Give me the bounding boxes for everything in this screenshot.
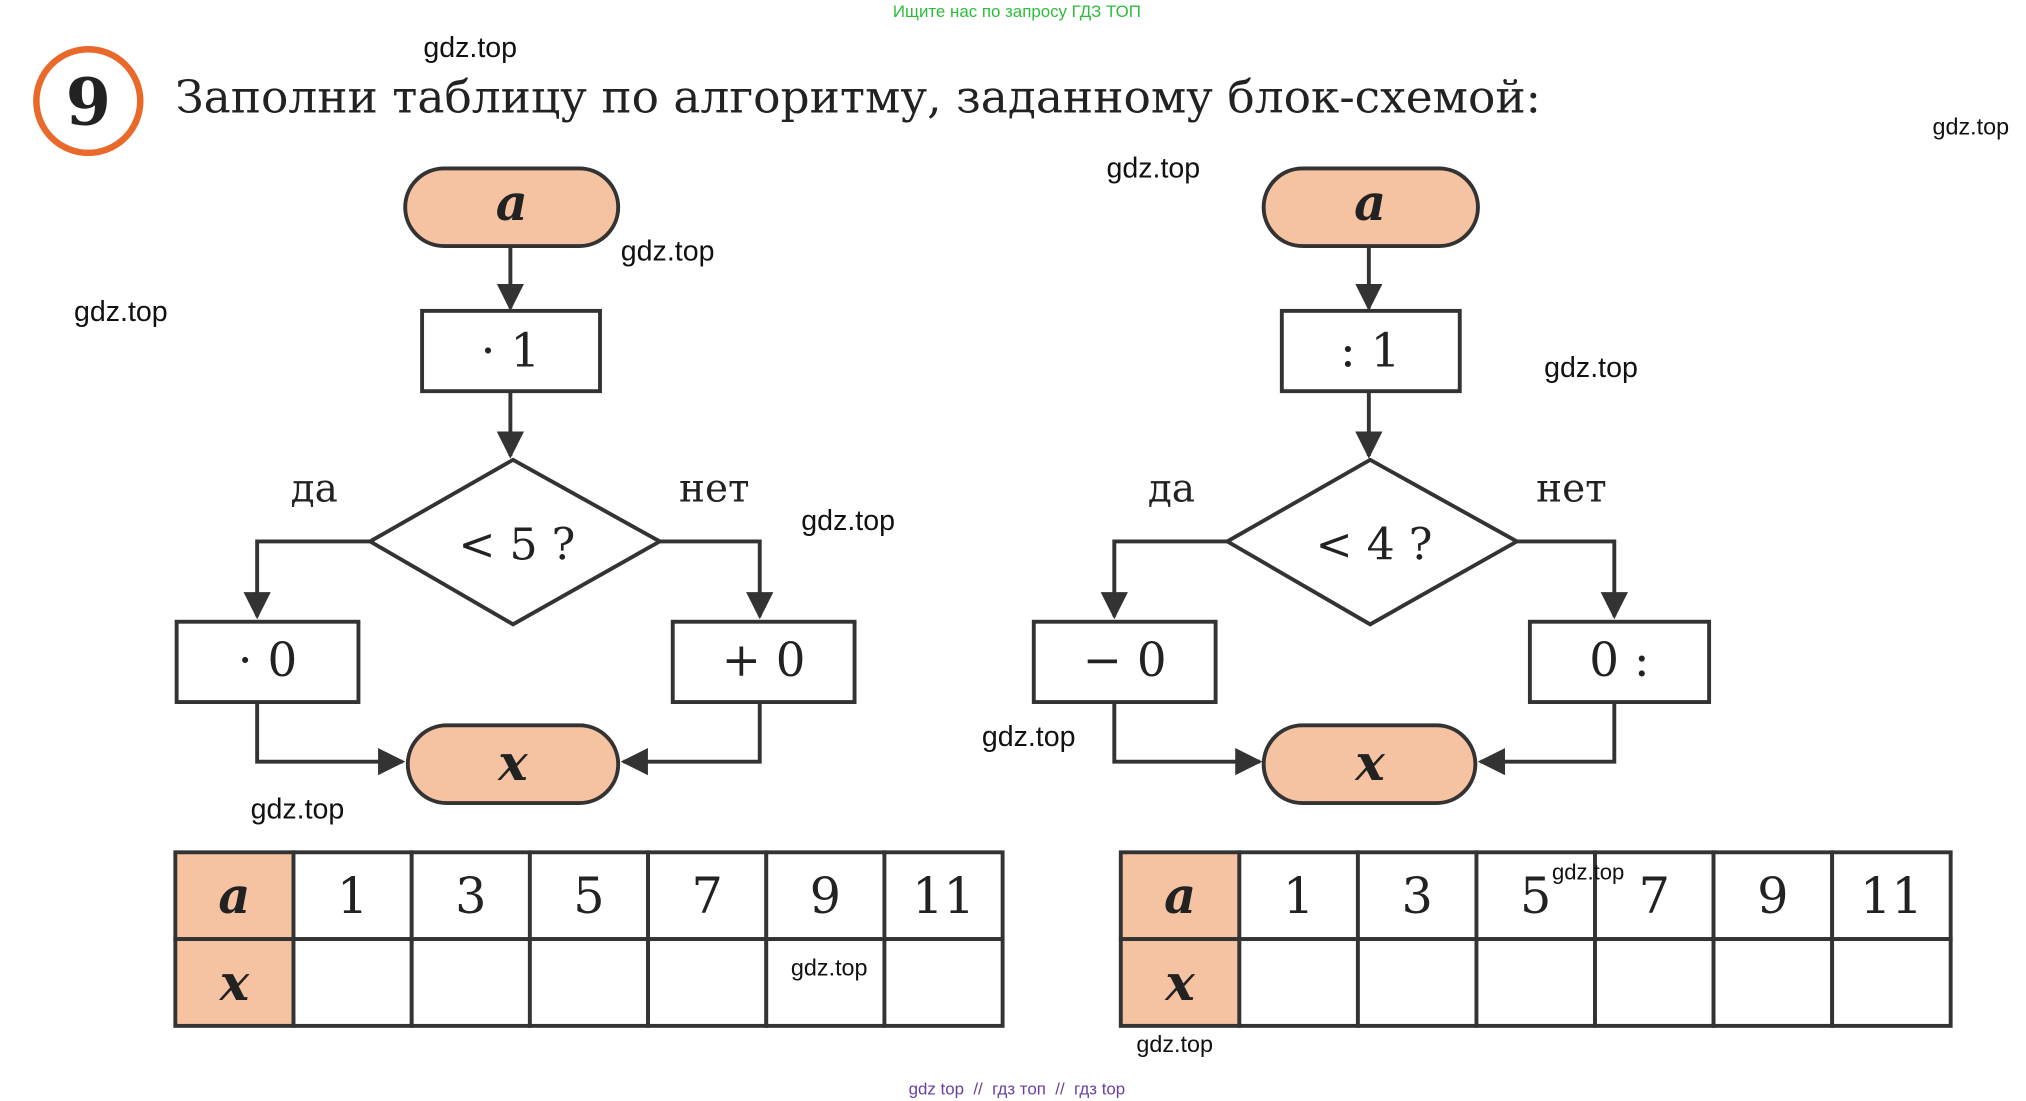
exercise-number: 9 xyxy=(66,64,111,140)
a-value: 7 xyxy=(1639,867,1670,925)
row-label: a xyxy=(1164,867,1196,925)
answer-table: a 1 3 5 7 9 11 x xyxy=(1118,850,1953,1028)
a-value: 3 xyxy=(455,867,486,925)
yes-process-box xyxy=(174,619,361,704)
row-label: x xyxy=(1164,954,1195,1012)
watermark: gdz.top xyxy=(1107,152,1201,184)
table-header-cell xyxy=(173,937,296,1028)
no-process-label: + 0 xyxy=(722,634,806,688)
a-value: 9 xyxy=(1757,867,1788,925)
header-banner[interactable]: Ищите нас по запросу ГДЗ ТОП xyxy=(893,2,1141,21)
a-value: 1 xyxy=(1283,867,1314,925)
a-value: 1 xyxy=(337,867,368,925)
start-label: a xyxy=(1354,174,1386,232)
table-cell-x[interactable] xyxy=(1593,937,1716,1028)
watermark: gdz.top xyxy=(982,721,1076,753)
table-cell-x[interactable] xyxy=(409,937,532,1028)
a-value: 7 xyxy=(691,867,722,925)
watermark: gdz.top xyxy=(791,954,868,980)
no-label: нет xyxy=(679,466,750,511)
table-cell-a xyxy=(1830,850,1953,942)
table-header-cell xyxy=(173,850,296,942)
answer-table: a 1 3 5 7 9 11 x xyxy=(173,850,1005,1028)
table-cell-x[interactable] xyxy=(291,937,414,1028)
table-cell-x[interactable] xyxy=(764,937,887,1028)
decision-label: < 4 ? xyxy=(1316,520,1433,571)
yes-process-box xyxy=(1031,619,1218,704)
table-cell-a xyxy=(1355,850,1479,942)
table-cell-x[interactable] xyxy=(527,937,651,1028)
decision-diamond xyxy=(1223,457,1521,627)
table-cell-x[interactable] xyxy=(1830,937,1953,1028)
table-cell-x[interactable] xyxy=(882,937,1005,1028)
row-label: x xyxy=(219,954,250,1012)
a-value: 9 xyxy=(810,867,841,925)
a-value: 3 xyxy=(1401,867,1432,925)
process-label: · 1 xyxy=(481,325,540,379)
table-cell-a xyxy=(1474,850,1597,942)
watermark: gdz.top xyxy=(1136,1031,1213,1057)
end-label: x xyxy=(1354,734,1385,792)
table-cell-x[interactable] xyxy=(646,937,769,1028)
table-header-cell xyxy=(1118,937,1242,1028)
yes-process-label: − 0 xyxy=(1083,634,1167,688)
a-value: 5 xyxy=(1520,867,1551,925)
process-box xyxy=(1279,308,1462,394)
watermark: gdz.top xyxy=(1544,352,1638,384)
table-cell-x[interactable] xyxy=(1237,937,1360,1028)
yes-process-label: · 0 xyxy=(238,634,297,688)
end-label: x xyxy=(497,734,528,792)
end-terminal xyxy=(1261,723,1478,806)
exercise-number-badge: 9 xyxy=(33,45,144,157)
table-cell-a xyxy=(764,850,887,942)
watermark: gdz.top xyxy=(801,505,895,537)
exercise-title: Заполни таблицу по алгоритму, заданному … xyxy=(175,71,1541,124)
table-cell-a xyxy=(646,850,769,942)
flowchart-left: a · 1 < 5 ? да нет · 0 + 0 x xyxy=(174,166,857,806)
yes-label: да xyxy=(291,466,338,511)
end-terminal xyxy=(405,723,621,806)
watermark: gdz.top xyxy=(423,32,517,64)
table-cell-x[interactable] xyxy=(1355,937,1479,1028)
watermark: gdz.top xyxy=(621,235,715,267)
a-value: 5 xyxy=(573,867,604,925)
yes-label: да xyxy=(1148,466,1195,511)
no-process-box xyxy=(1527,619,1712,704)
watermark: gdz.top xyxy=(251,794,345,826)
table-cell-x[interactable] xyxy=(1474,937,1597,1028)
row-label: a xyxy=(218,867,250,925)
no-process-label: 0 : xyxy=(1589,634,1649,688)
decision-label: < 5 ? xyxy=(458,520,575,571)
watermark: gdz.top xyxy=(1932,114,2009,140)
watermark: gdz.top xyxy=(1552,860,1624,885)
flowchart-right: a : 1 < 4 ? да нет − 0 0 : x xyxy=(1031,166,1712,806)
table-header-cell xyxy=(1118,850,1242,942)
no-label: нет xyxy=(1536,466,1607,511)
process-label: : 1 xyxy=(1340,325,1400,379)
table-cell-x[interactable] xyxy=(1711,937,1835,1028)
no-process-box xyxy=(670,619,857,704)
watermark: gdz.top xyxy=(74,296,168,328)
a-value: 11 xyxy=(1860,867,1923,925)
footer-links[interactable]: gdz top // гдз топ // гдз top xyxy=(909,1080,1126,1099)
decision-diamond xyxy=(366,457,664,627)
start-label: a xyxy=(496,174,528,232)
a-value: 11 xyxy=(912,867,975,925)
watermarks: gdz.top gdz.top gdz.top gdz.top gdz.top … xyxy=(74,32,2009,1057)
